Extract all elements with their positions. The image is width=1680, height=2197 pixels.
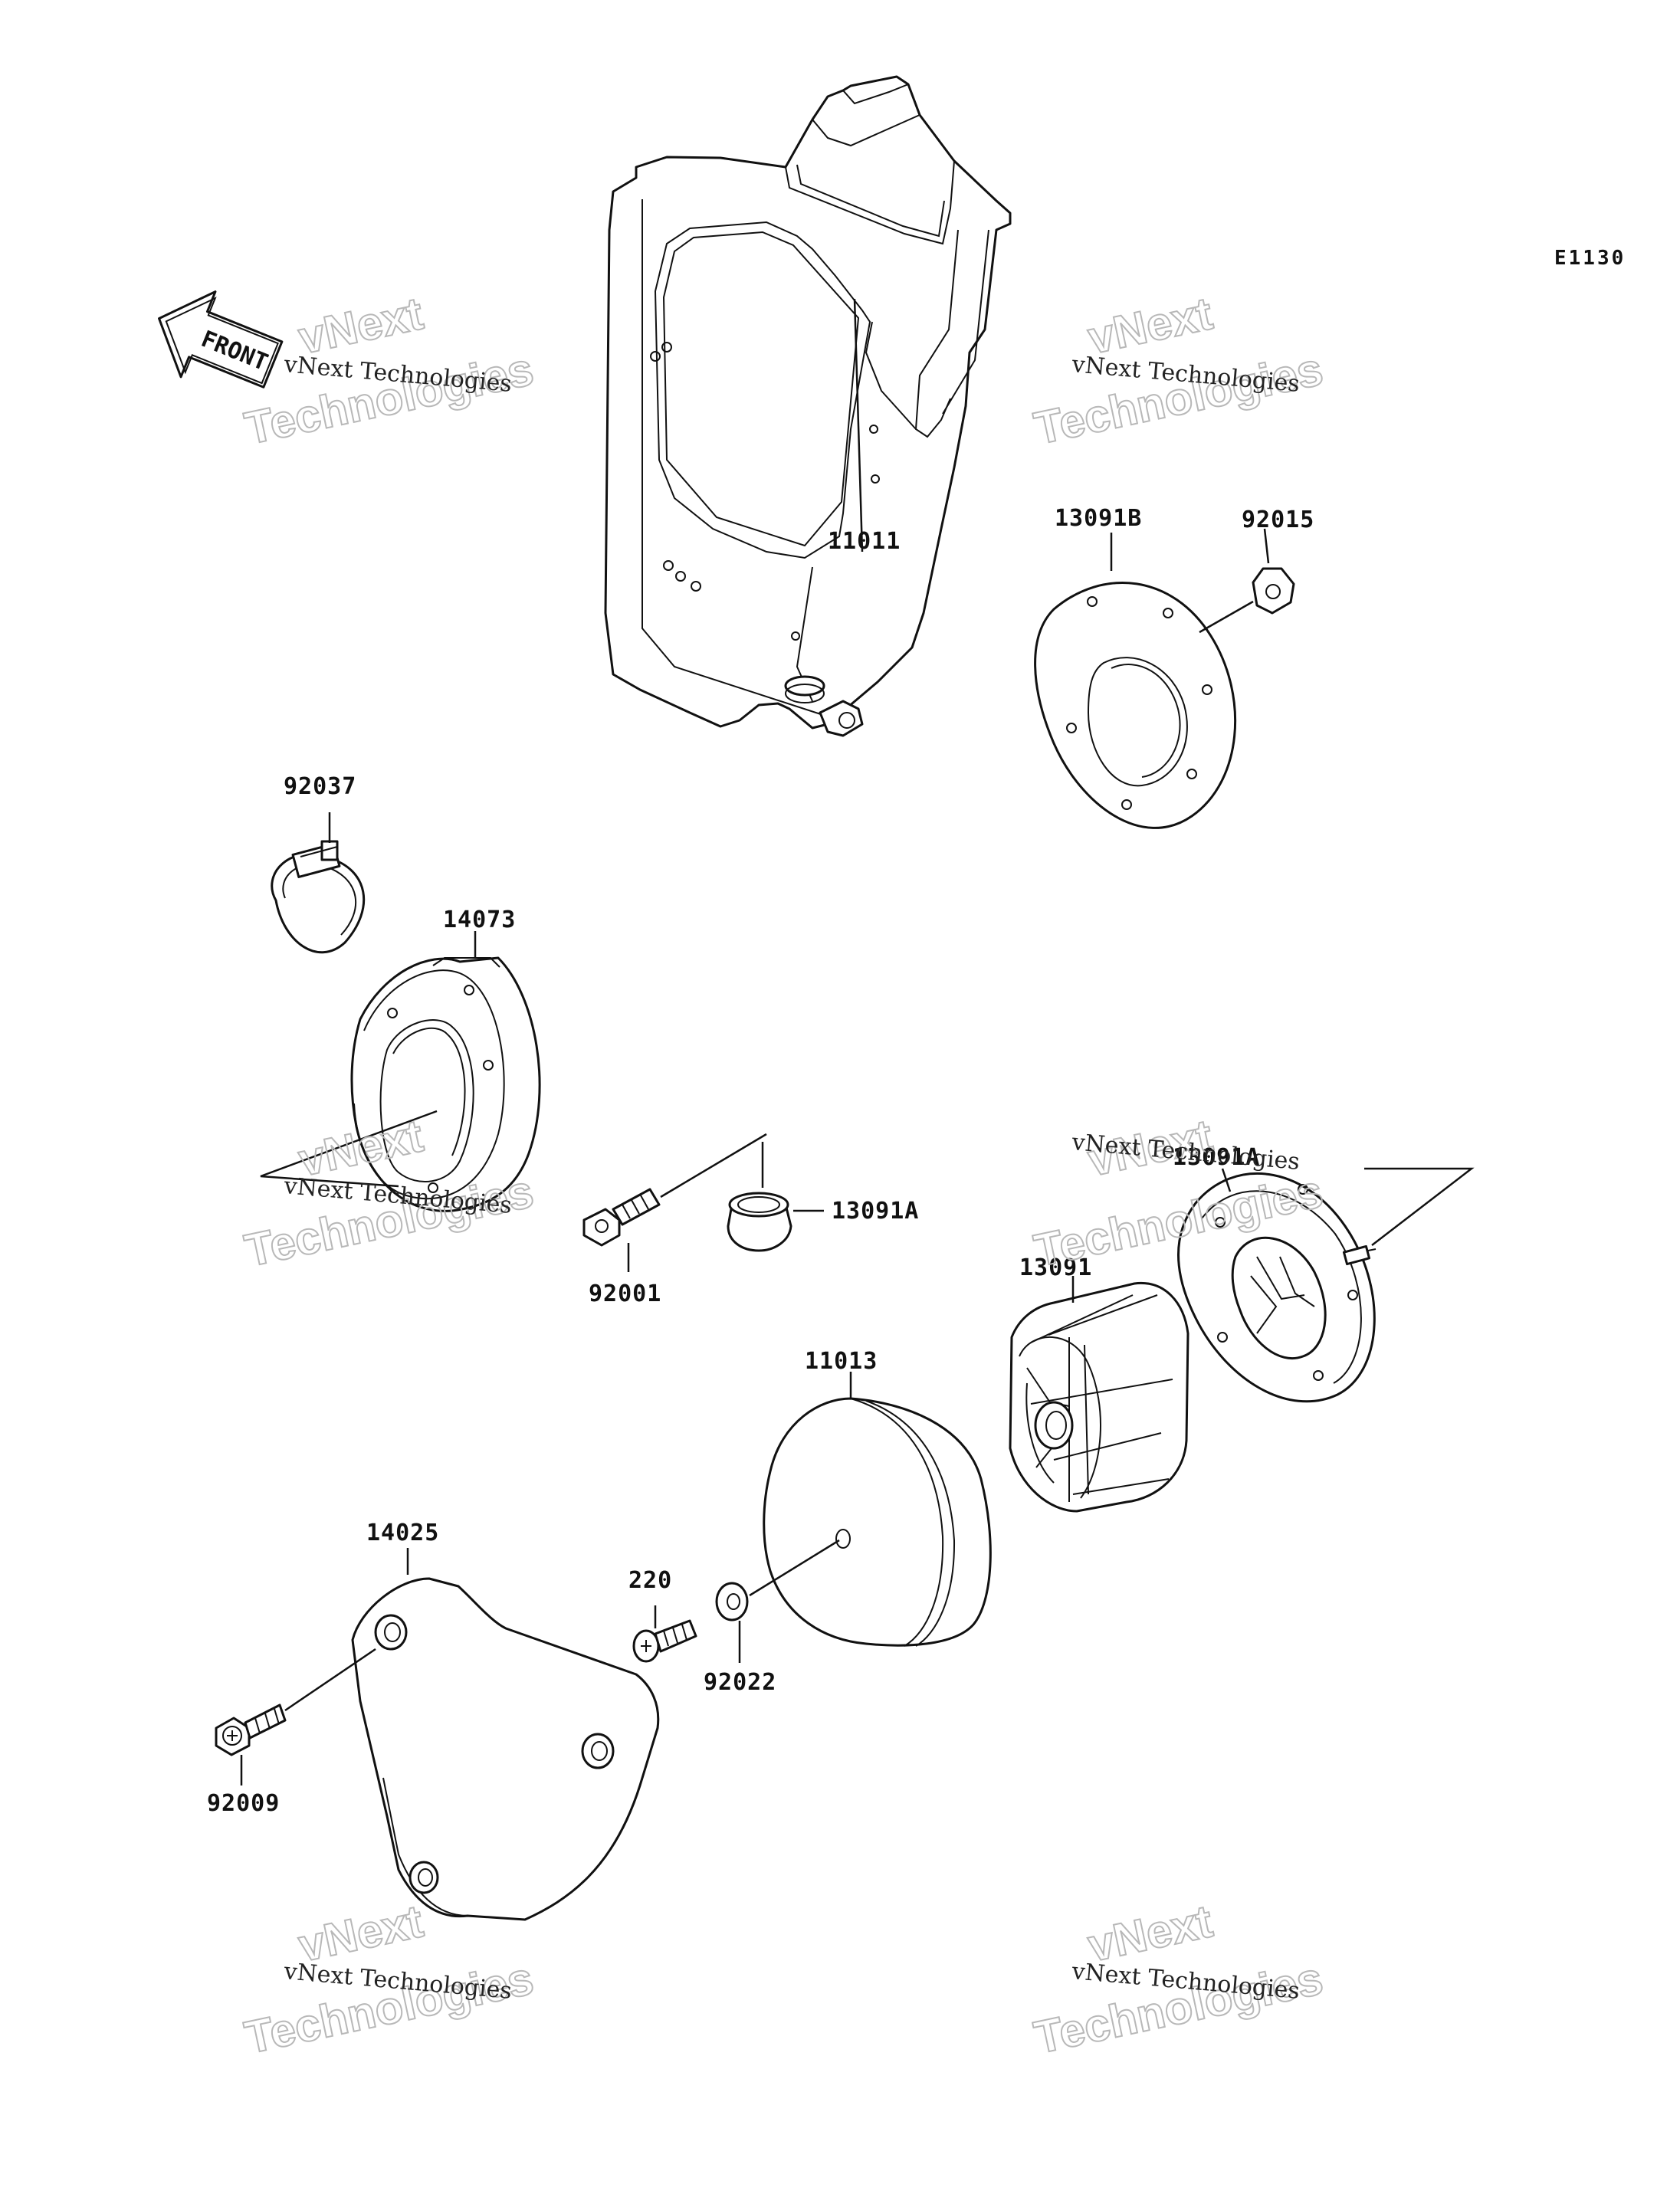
watermark-bottom-right: vNext Technologies vNext Technologies <box>1029 1894 1328 2064</box>
nut-92015[interactable] <box>1252 567 1295 615</box>
inlet-duct-adapter[interactable] <box>350 956 541 1212</box>
foam-air-filter-element[interactable] <box>763 1397 992 1647</box>
part-label-92022: 92022 <box>704 1669 776 1696</box>
part-label-92009: 92009 <box>207 1790 280 1817</box>
part-label-13091A: 13091A <box>1173 1144 1260 1171</box>
part-label-13091B: 13091B <box>1055 505 1142 532</box>
part-label-13091: 13091 <box>1019 1254 1092 1281</box>
part-label-14073: 14073 <box>443 907 516 933</box>
air-cleaner-housing[interactable] <box>604 75 1012 737</box>
diagram-code: E1130 <box>1554 247 1626 270</box>
part-label-11011: 11011 <box>828 528 901 555</box>
watermark-big-1: vNext <box>294 287 428 364</box>
front-arrow-icon: FRONT <box>158 290 284 389</box>
gasket-plate-upper[interactable] <box>1034 581 1237 829</box>
screw-220[interactable] <box>632 1619 697 1663</box>
air-cleaner-side-cover[interactable] <box>351 1577 660 1921</box>
watermark-top-left: vNext Technologies vNext Technologies <box>240 287 539 455</box>
element-frame-cage[interactable] <box>1009 1281 1189 1513</box>
watermark-bottom-left: vNext Technologies vNext Technologies <box>240 1894 539 2064</box>
part-label-92015: 92015 <box>1242 507 1314 533</box>
drain-cap[interactable] <box>727 1192 792 1252</box>
screw-92009[interactable] <box>215 1703 287 1756</box>
part-label-92037: 92037 <box>284 773 356 800</box>
watermark-big-1: vNext <box>1084 287 1217 364</box>
part-label-49006: 13091A <box>832 1198 919 1225</box>
part-label-14025: 14025 <box>366 1520 439 1546</box>
hose-clamp[interactable] <box>271 840 366 954</box>
element-backing-plate[interactable] <box>1177 1172 1376 1403</box>
part-label-92001: 92001 <box>589 1280 661 1307</box>
part-label-220: 220 <box>628 1567 672 1594</box>
bolt-92001[interactable] <box>582 1188 661 1247</box>
watermark-top-right: vNext Technologies vNext Technologies <box>1029 287 1328 455</box>
part-label-11013: 11013 <box>805 1348 878 1375</box>
washer-92022[interactable] <box>715 1582 749 1622</box>
